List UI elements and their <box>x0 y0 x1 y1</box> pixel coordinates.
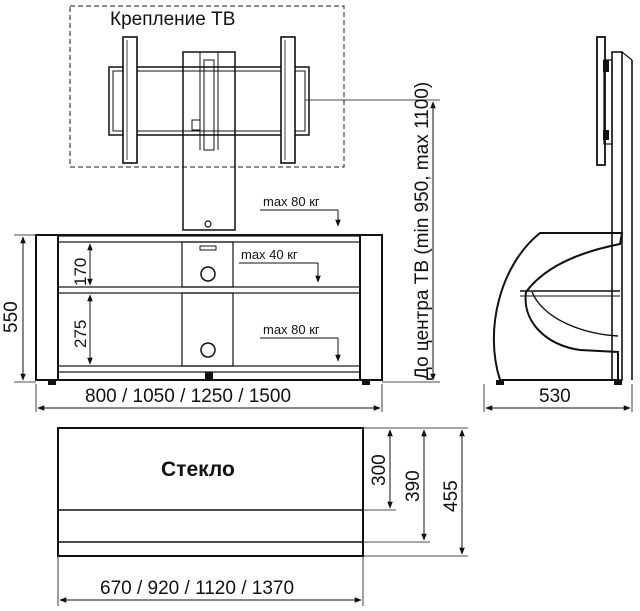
front-view: Крепление ТВ <box>1 5 440 412</box>
central-column <box>182 51 236 231</box>
glass-label: Стекло <box>161 458 235 481</box>
dim-width: 800 / 1050 / 1250 / 1500 <box>85 386 291 407</box>
dim-glass-widths: 670 / 920 / 1120 / 1370 <box>100 578 294 599</box>
dim-depth-530: 530 <box>539 386 571 407</box>
stand-body <box>35 220 383 385</box>
tv-mount-label: Крепление ТВ <box>110 9 235 30</box>
dim-455: 455 <box>441 480 462 512</box>
dim-tv-center: До центра ТВ (min 950, max 1100) <box>412 82 433 380</box>
dim-275: 275 <box>71 320 90 348</box>
tv-mount-area <box>69 5 345 168</box>
dim-height-550: 550 <box>1 301 22 333</box>
dim-300: 300 <box>369 454 390 486</box>
load-label-top: max 80 кг <box>263 194 320 209</box>
load-label-bottom: max 80 кг <box>263 322 320 337</box>
dim-170: 170 <box>71 258 90 286</box>
glass-top <box>57 427 364 557</box>
load-label-middle: max 40 кг <box>241 247 298 262</box>
top-view: Стекло 300 390 455 670 / 920 / 1120 / 13… <box>57 427 468 606</box>
dim-390: 390 <box>403 470 424 502</box>
side-view: 530 <box>483 36 633 412</box>
vesa-bracket <box>108 36 310 164</box>
